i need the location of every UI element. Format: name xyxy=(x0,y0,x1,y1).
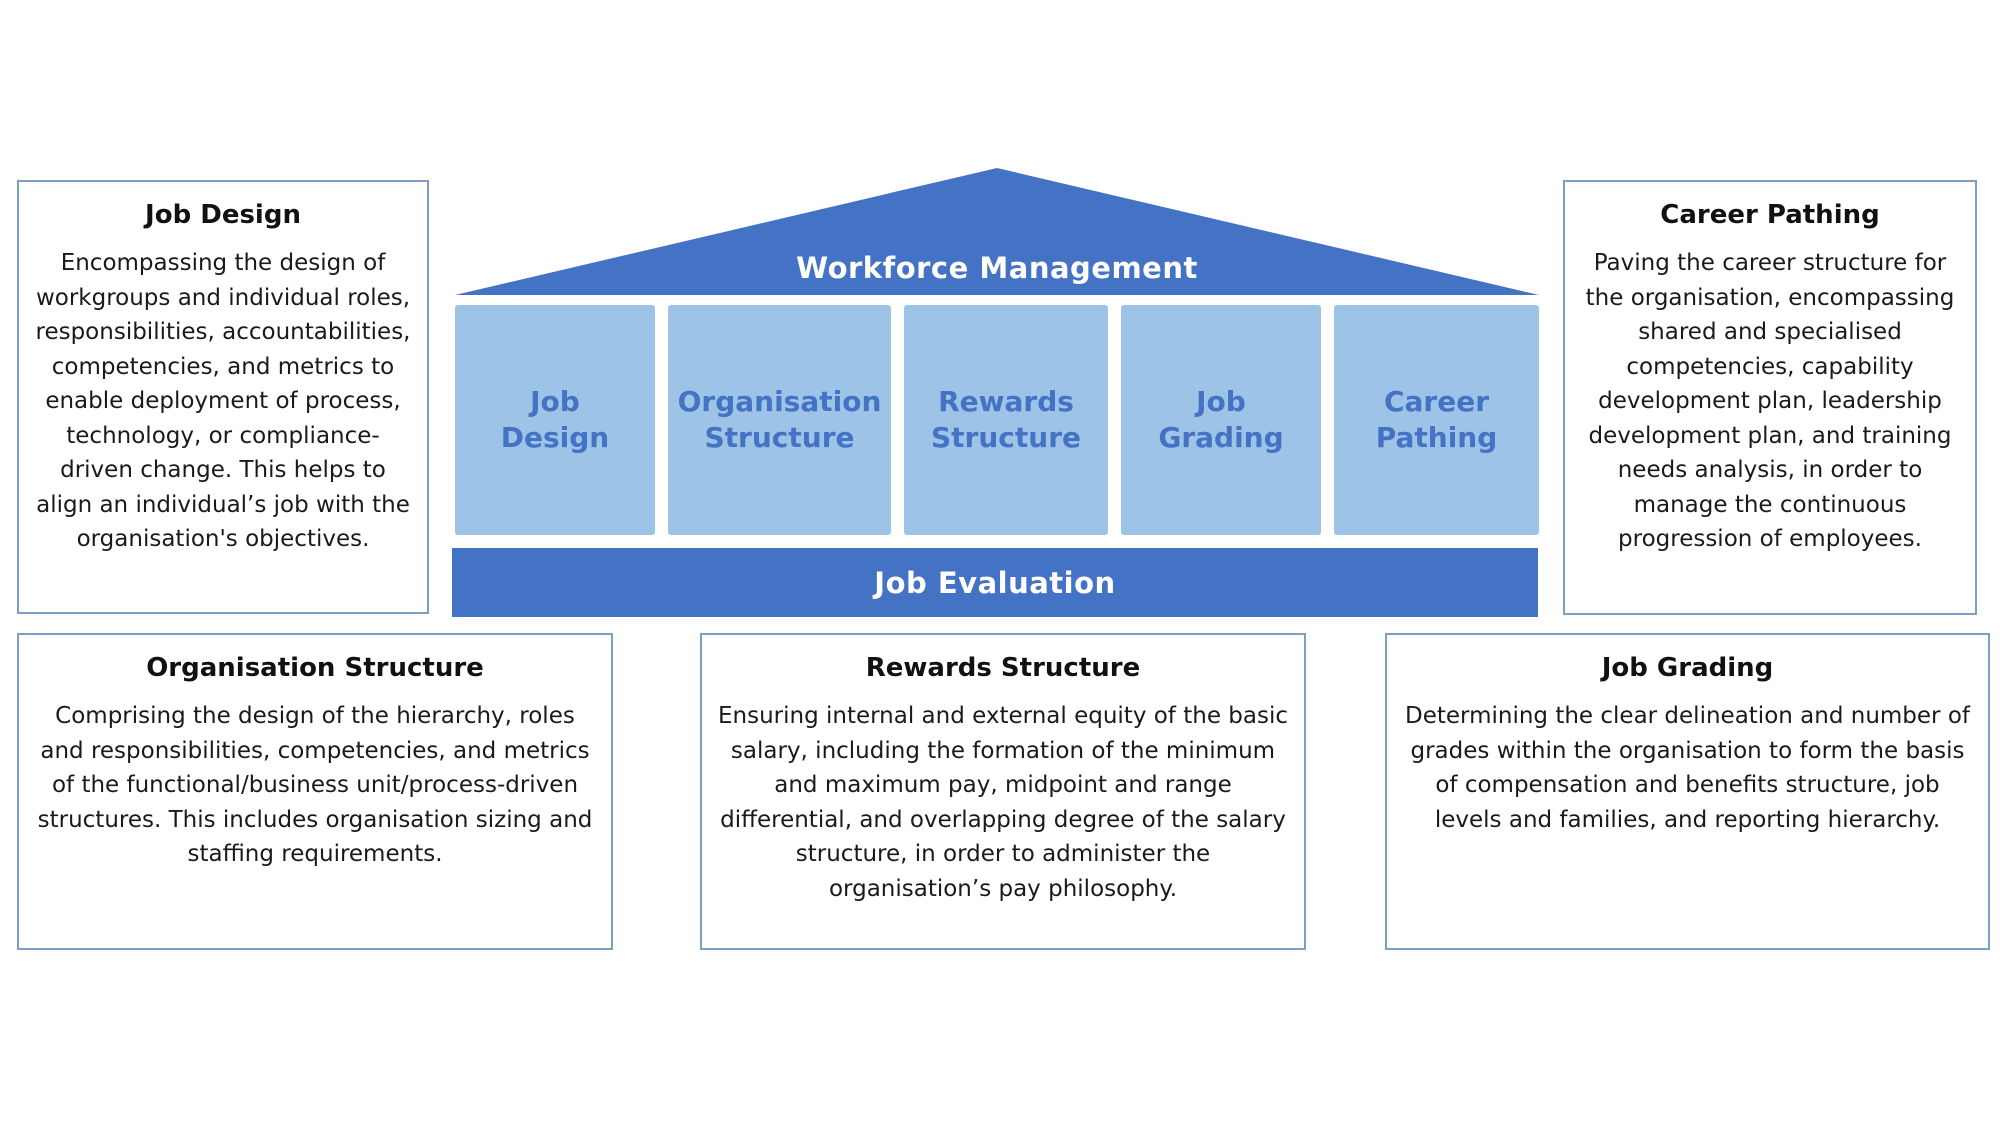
box-body-career-pathing: Paving the career structure for the orga… xyxy=(1585,250,1955,552)
pillar-rewards-structure: Rewards Structure xyxy=(904,305,1108,535)
pillar-label-line: Pathing xyxy=(1375,421,1498,454)
info-box-organisation-structure: Organisation Structure Comprising the de… xyxy=(17,633,613,950)
pillar-job-design: Job Design xyxy=(455,305,655,535)
job-evaluation-bar: Job Evaluation xyxy=(452,548,1538,617)
box-body-job-grading: Determining the clear delineation and nu… xyxy=(1405,703,1970,833)
box-title-rewards-structure: Rewards Structure xyxy=(865,653,1141,683)
base-bar-label: Job Evaluation xyxy=(874,565,1116,600)
box-body-job-design: Encompassing the design of workgroups an… xyxy=(35,250,411,552)
pillar-label-line: Structure xyxy=(704,421,855,454)
info-box-job-grading: Job Grading Determining the clear deline… xyxy=(1385,633,1990,950)
info-box-career-pathing: Career Pathing Paving the career structu… xyxy=(1563,180,1977,615)
pillar-career-pathing: Career Pathing xyxy=(1334,305,1539,535)
pillar-label-line: Grading xyxy=(1158,421,1284,454)
info-box-rewards-structure: Rewards Structure Ensuring internal and … xyxy=(700,633,1306,950)
box-title-job-design: Job Design xyxy=(145,200,301,230)
pillar-label-line: Structure xyxy=(930,421,1081,454)
roof-triangle: Workforce Management xyxy=(455,168,1539,295)
roof-title: Workforce Management xyxy=(796,251,1198,285)
pillar-row: Job Design Organisation Structure Reward… xyxy=(455,305,1539,535)
box-title-organisation-structure: Organisation Structure xyxy=(146,653,484,683)
pillar-label-line: Rewards xyxy=(938,384,1074,418)
box-body-rewards-structure: Ensuring internal and external equity of… xyxy=(717,703,1288,902)
info-box-job-design: Job Design Encompassing the design of wo… xyxy=(17,180,429,614)
pillar-label-line: Career xyxy=(1383,384,1490,418)
pillar-organisation-structure: Organisation Structure xyxy=(668,305,891,535)
box-body-organisation-structure: Comprising the design of the hierarchy, … xyxy=(37,703,593,867)
pillar-label-line: Job xyxy=(530,384,580,418)
pillar-label-line: Organisation xyxy=(677,384,882,418)
pillar-label-line: Job xyxy=(1196,384,1246,418)
pillar-label-line: Design xyxy=(500,421,610,454)
box-title-job-grading: Job Grading xyxy=(1601,653,1774,683)
box-title-career-pathing: Career Pathing xyxy=(1660,200,1880,230)
pillar-job-grading: Job Grading xyxy=(1121,305,1321,535)
